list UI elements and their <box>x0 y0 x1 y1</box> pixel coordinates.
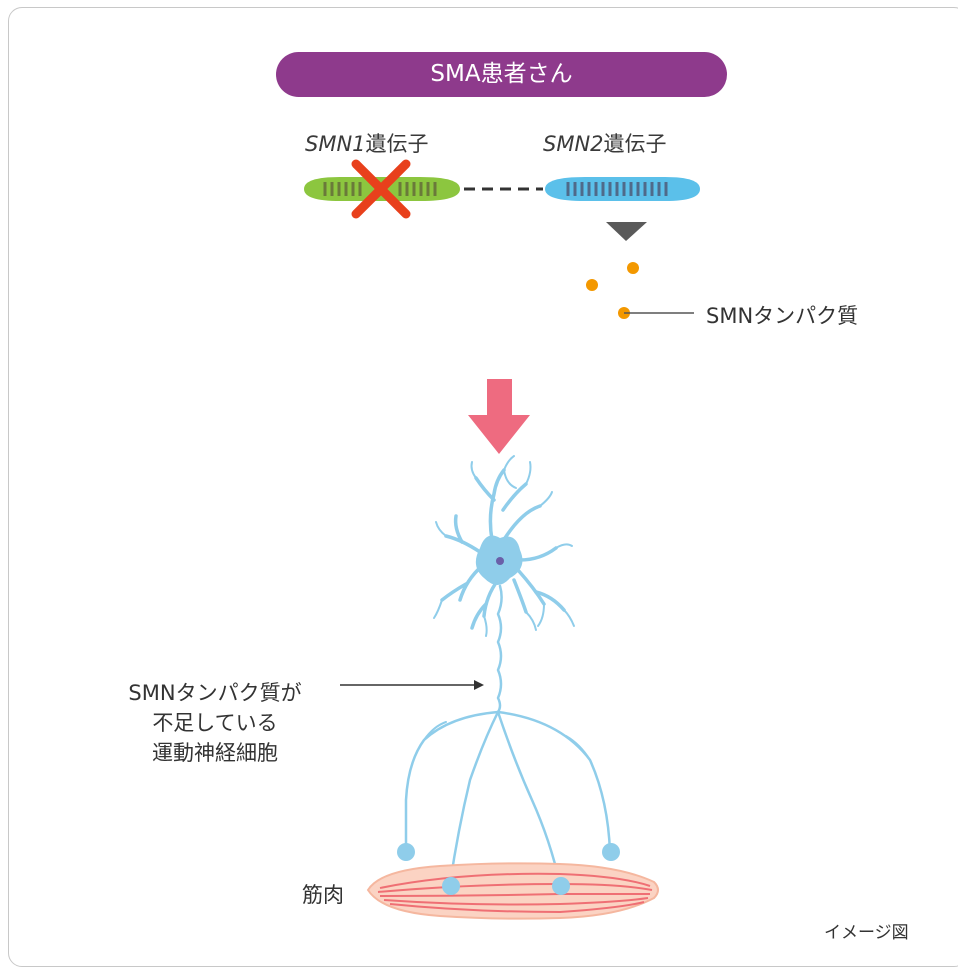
smn1-gene-suffix: 遺伝子 <box>365 132 429 156</box>
neuron-label-line1: SMNタンパク質が <box>128 681 302 705</box>
deletion-cross-icon <box>351 159 411 219</box>
smn2-gene <box>545 177 700 201</box>
nerve-terminal <box>552 877 570 895</box>
smn2-gene-name: SMN2 <box>543 132 604 156</box>
neuron-label-line3: 運動神経細胞 <box>152 741 278 765</box>
nerve-terminal <box>602 843 620 861</box>
smn1-gene <box>304 177 460 201</box>
image-note: イメージ図 <box>824 923 909 943</box>
neuron-pointer-arrow <box>340 680 484 690</box>
motor-neuron <box>404 455 612 886</box>
smn1-gene-name: SMN1 <box>305 132 366 156</box>
patient-banner: SMA患者さん <box>276 52 727 97</box>
neuron-label-line2: 不足している <box>152 711 278 735</box>
neuron-label: SMNタンパク質が 不足している 運動神経細胞 <box>96 678 334 768</box>
protein-dot <box>627 262 639 274</box>
protein-dot <box>586 279 598 291</box>
smn2-gene-label: SMN2遺伝子 <box>543 128 667 158</box>
muscle <box>366 862 659 920</box>
expression-triangle-icon <box>606 222 647 241</box>
figure-frame <box>8 7 958 967</box>
protein-label: SMNタンパク質 <box>706 304 859 328</box>
smn2-gene-suffix: 遺伝子 <box>603 132 667 156</box>
nerve-terminal <box>397 843 415 861</box>
neuron-nucleus <box>496 557 504 565</box>
smn1-gene-label: SMN1遺伝子 <box>305 128 429 158</box>
down-arrow-icon <box>468 379 530 454</box>
muscle-label: 筋肉 <box>302 883 344 907</box>
nerve-terminal <box>442 877 460 895</box>
